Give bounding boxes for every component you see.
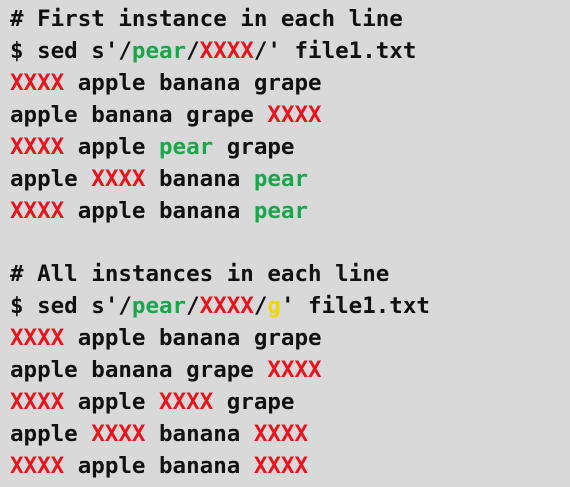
replacement-text: XXXX (91, 421, 146, 447)
plain-text: / (253, 293, 268, 319)
comment-line: # All instances in each line (10, 258, 430, 290)
output-line: apple banana grape XXXX (10, 99, 416, 131)
global-flag: g (267, 293, 281, 319)
replacement-text: XXXX (10, 70, 65, 96)
replacement-text: XXXX (10, 453, 65, 479)
command-line: $ sed s'/pear/XXXX/' file1.txt (10, 35, 416, 67)
first-instance-example: # First instance in each line$ sed s'/pe… (10, 3, 416, 227)
output-line: XXXX apple banana grape (10, 67, 416, 99)
search-pattern: pear (159, 134, 214, 160)
plain-text: $ sed s'/ (10, 38, 132, 64)
plain-text: apple (64, 134, 160, 160)
plain-text: apple (10, 166, 92, 192)
output-line: XXXX apple banana pear (10, 195, 416, 227)
plain-text: banana (145, 421, 254, 447)
replacement-text: XXXX (10, 325, 65, 351)
plain-text: / (186, 293, 200, 319)
plain-text: grape (213, 389, 295, 415)
replacement-text: XXXX (199, 38, 254, 64)
output-line: XXXX apple pear grape (10, 131, 416, 163)
replacement-text: XXXX (267, 102, 322, 128)
plain-text: apple banana grape (64, 70, 322, 96)
search-pattern: pear (253, 166, 309, 192)
replacement-text: XXXX (253, 421, 309, 447)
output-line: XXXX apple XXXX grape (10, 386, 430, 418)
all-instances-example: # All instances in each line $ sed s'/pea… (10, 258, 430, 482)
plain-text: apple (64, 389, 160, 415)
plain-text: apple banana grape (10, 102, 268, 128)
plain-text: apple banana (64, 453, 254, 479)
plain-text: $ sed s'/ (10, 293, 132, 319)
output-line: apple XXXX banana XXXX (10, 418, 430, 450)
search-pattern: pear (253, 198, 309, 224)
replacement-text: XXXX (10, 389, 65, 415)
plain-text: grape (213, 134, 295, 160)
replacement-text: XXXX (267, 357, 322, 383)
plain-text: # First instance in each line (10, 6, 403, 32)
plain-text: / (186, 38, 200, 64)
search-pattern: pear (131, 293, 187, 319)
plain-text: apple (10, 421, 92, 447)
output-line: XXXX apple banana grape (10, 322, 430, 354)
output-line: apple banana grape XXXX (10, 354, 430, 386)
command-line: $ sed s'/pear/XXXX/g' file1.txt (10, 290, 430, 322)
replacement-text: XXXX (10, 198, 65, 224)
plain-text: apple banana (64, 198, 254, 224)
plain-text: apple banana grape (64, 325, 322, 351)
comment-line: # First instance in each line (10, 3, 416, 35)
replacement-text: XXXX (91, 166, 146, 192)
plain-text: # All instances in each line (10, 261, 390, 287)
replacement-text: XXXX (159, 389, 214, 415)
output-line: apple XXXX banana pear (10, 163, 416, 195)
output-line: XXXX apple banana XXXX (10, 450, 430, 482)
plain-text: ' file1.txt (280, 293, 430, 319)
replacement-text: XXXX (10, 134, 65, 160)
plain-text: apple banana grape (10, 357, 268, 383)
search-pattern: pear (131, 38, 187, 64)
replacement-text: XXXX (199, 293, 254, 319)
plain-text: banana (145, 166, 254, 192)
replacement-text: XXXX (253, 453, 309, 479)
plain-text: /' file1.txt (253, 38, 417, 64)
